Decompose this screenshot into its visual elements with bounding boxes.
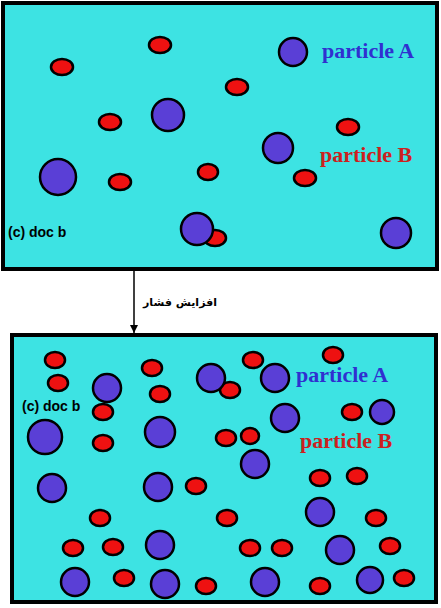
pressure-arrow	[133, 271, 135, 333]
particle-a-label: particle A	[322, 38, 414, 64]
copyright-label: (c) doc b	[8, 224, 66, 241]
particle-b-label: particle B	[320, 142, 412, 168]
particle-a-label: particle A	[296, 362, 388, 388]
container-box: particle A (c) doc b particle B	[10, 333, 438, 604]
container-fill	[1, 1, 439, 271]
arrow-label: افزایش فشار	[143, 296, 217, 309]
particles-high-pressure	[28, 347, 414, 598]
copyright-label: (c) doc b	[22, 398, 80, 415]
container-fill	[10, 333, 438, 604]
container-box: particle A particle B (c) doc b	[1, 1, 439, 271]
particle-b-label: particle B	[300, 428, 392, 454]
